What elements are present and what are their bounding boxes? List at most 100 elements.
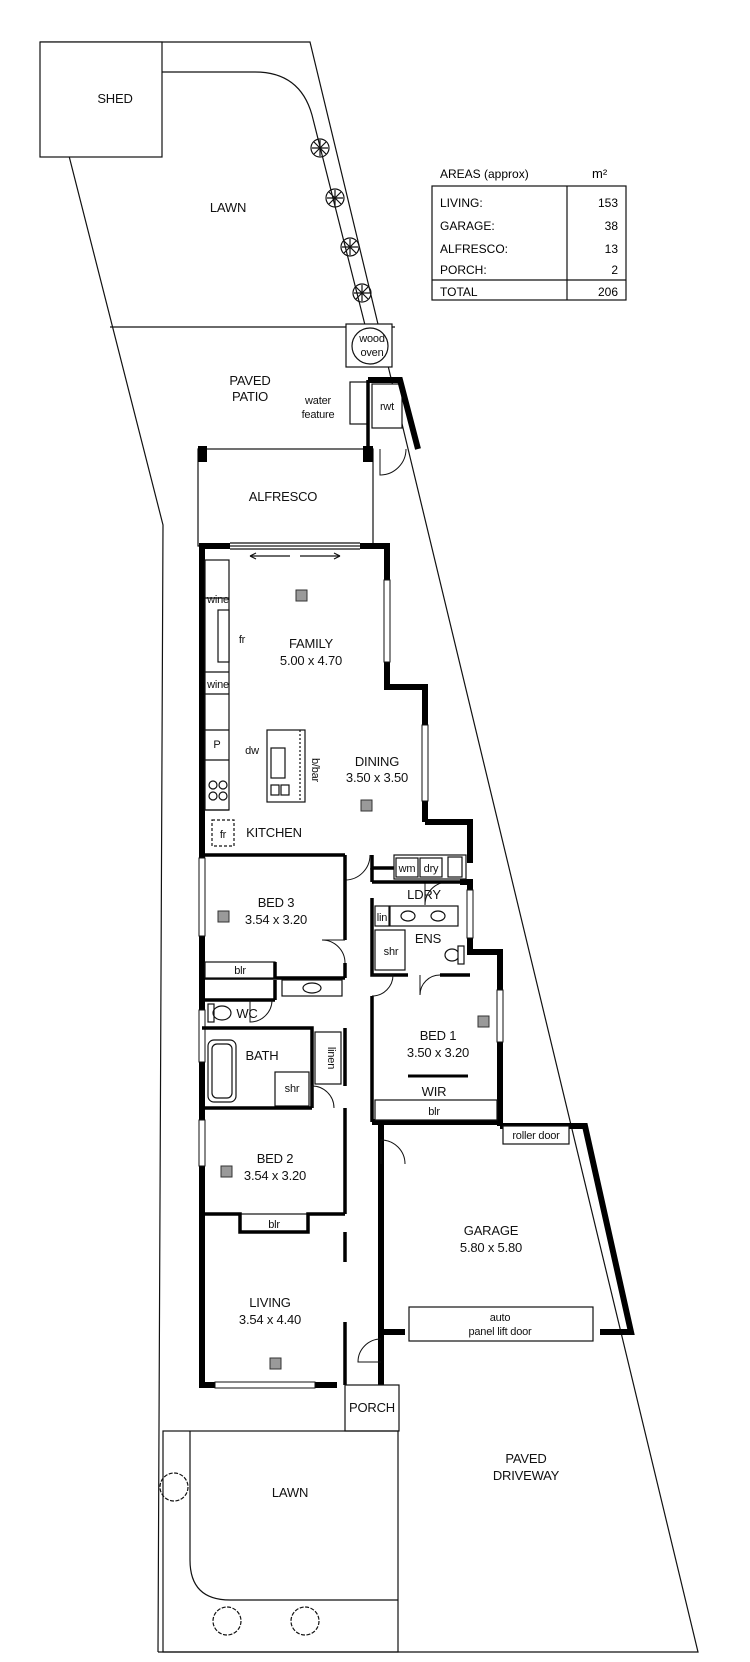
- kitchen-island: [266, 729, 306, 803]
- auto-door-label-1: auto: [490, 1312, 511, 1324]
- laundry-door-swing: [344, 854, 371, 881]
- ceiling-light: [477, 1015, 490, 1028]
- bed1-door-swing: [371, 974, 394, 997]
- living-size: 3.54 x 4.40: [239, 1312, 301, 1327]
- family-size: 5.00 x 4.70: [280, 653, 342, 668]
- blr-label-1: blr: [234, 965, 246, 977]
- tree-icon: [352, 283, 372, 303]
- alfresco: [197, 448, 374, 547]
- ceiling-light: [360, 799, 373, 812]
- area-total-value: 206: [598, 285, 618, 299]
- ceiling-light: [217, 910, 230, 923]
- lin-label: lin: [377, 912, 387, 924]
- dry-label: dry: [424, 863, 439, 875]
- wine-label-2: wine: [206, 679, 229, 691]
- shed: [39, 41, 163, 158]
- family-sliding-door: [230, 542, 360, 560]
- paved-patio-label-1: PAVED: [229, 373, 270, 388]
- area-row-garage-name: GARAGE:: [440, 219, 495, 233]
- front-lawn-label: LAWN: [272, 1485, 308, 1500]
- blr-label-2: blr: [428, 1106, 440, 1118]
- rwt-label: rwt: [380, 401, 394, 413]
- wc-door-swing: [249, 999, 273, 1023]
- bath-label: BATH: [246, 1048, 279, 1063]
- front-path-curve: [189, 1431, 398, 1601]
- dryer: [419, 857, 443, 878]
- bed3-label: BED 3: [258, 895, 295, 910]
- washing-machine: [395, 857, 419, 878]
- linen-label: linen: [325, 1047, 337, 1069]
- area-total-name: TOTAL: [440, 285, 478, 299]
- fr-label-2: fr: [220, 829, 227, 841]
- fr-label-1: fr: [239, 634, 246, 646]
- tree-icon: [325, 188, 345, 208]
- roller-door: [502, 1125, 570, 1145]
- wood-oven: [345, 323, 393, 368]
- wine-label-1: wine: [206, 594, 229, 606]
- bed3-size: 3.54 x 3.20: [245, 912, 307, 927]
- water-feature: [349, 381, 369, 425]
- toilet-icon: [207, 1003, 232, 1023]
- garage-label: GARAGE: [464, 1223, 519, 1238]
- bed2-label: BED 2: [257, 1151, 294, 1166]
- area-row-living-name: LIVING:: [440, 196, 483, 210]
- kitchen-bench: [204, 559, 230, 811]
- rainwater-tank: [371, 383, 403, 429]
- paved-driveway-label-1: PAVED: [505, 1451, 546, 1466]
- kitchen-label: KITCHEN: [246, 825, 302, 840]
- auto-panel-lift-door: [408, 1306, 594, 1342]
- tree-icon: [340, 237, 360, 257]
- areas-table: AREAS (approx) m² LIVING: 153 GARAGE: 38…: [431, 166, 627, 301]
- bath-door-swing: [311, 1085, 335, 1109]
- rear-path-curve: [162, 71, 366, 326]
- toilet-icon: [444, 945, 465, 965]
- dining-label: DINING: [355, 754, 399, 769]
- cooktop-icon: [208, 780, 228, 801]
- shr-label-1: shr: [384, 946, 399, 958]
- side-gate-swing: [379, 448, 407, 476]
- area-row-garage-value: 38: [605, 219, 619, 233]
- alfresco-label: ALFRESCO: [249, 489, 318, 504]
- areas-header-unit: m²: [592, 166, 608, 181]
- auto-door-label-2: panel lift door: [468, 1326, 532, 1338]
- areas-header-label: AREAS (approx): [440, 167, 529, 181]
- shed-label: SHED: [97, 91, 132, 106]
- bed3-door-swing: [321, 939, 346, 964]
- dw-label: dw: [245, 745, 259, 757]
- tree-icon: [310, 138, 330, 158]
- wir-label: WIR: [422, 1084, 447, 1099]
- vanity: [281, 979, 343, 997]
- entry-door-swing: [357, 1338, 382, 1363]
- area-row-porch-value: 2: [611, 263, 618, 277]
- bed1-robe: [374, 1099, 498, 1121]
- p-label: P: [213, 739, 220, 751]
- bath-shower: [274, 1071, 310, 1107]
- laundry-label: LDRY: [407, 887, 441, 902]
- roller-door-label: roller door: [512, 1130, 560, 1142]
- front-lawn-border: [162, 1430, 399, 1653]
- water-feature-label-2: feature: [302, 409, 335, 421]
- ensuite-door-swing: [419, 974, 441, 996]
- garage-door-swing: [380, 1139, 406, 1165]
- paved-driveway-label-2: DRIVEWAY: [493, 1468, 560, 1483]
- area-row-porch-name: PORCH:: [440, 263, 487, 277]
- ceiling-light: [269, 1357, 282, 1370]
- water-feature-label-1: water: [304, 395, 331, 407]
- bbar-label: b/bar: [309, 758, 321, 783]
- paved-patio-label-2: PATIO: [232, 389, 268, 404]
- blr-label-3: blr: [268, 1219, 280, 1231]
- living-label: LIVING: [249, 1295, 291, 1310]
- windows: [198, 579, 504, 1389]
- garage-size: 5.80 x 5.80: [460, 1240, 522, 1255]
- ensuite-shower: [374, 929, 406, 971]
- porch: [344, 1384, 400, 1432]
- ensuite-label: ENS: [415, 931, 442, 946]
- dining-size: 3.50 x 3.50: [346, 770, 408, 785]
- rear-lawn-label: LAWN: [210, 200, 246, 215]
- area-row-alfresco-value: 13: [605, 242, 619, 256]
- porch-label: PORCH: [349, 1400, 395, 1415]
- bed1-size: 3.50 x 3.20: [407, 1045, 469, 1060]
- area-row-living-value: 153: [598, 196, 618, 210]
- shr-label-2: shr: [285, 1083, 300, 1095]
- ens-linen: [374, 905, 390, 927]
